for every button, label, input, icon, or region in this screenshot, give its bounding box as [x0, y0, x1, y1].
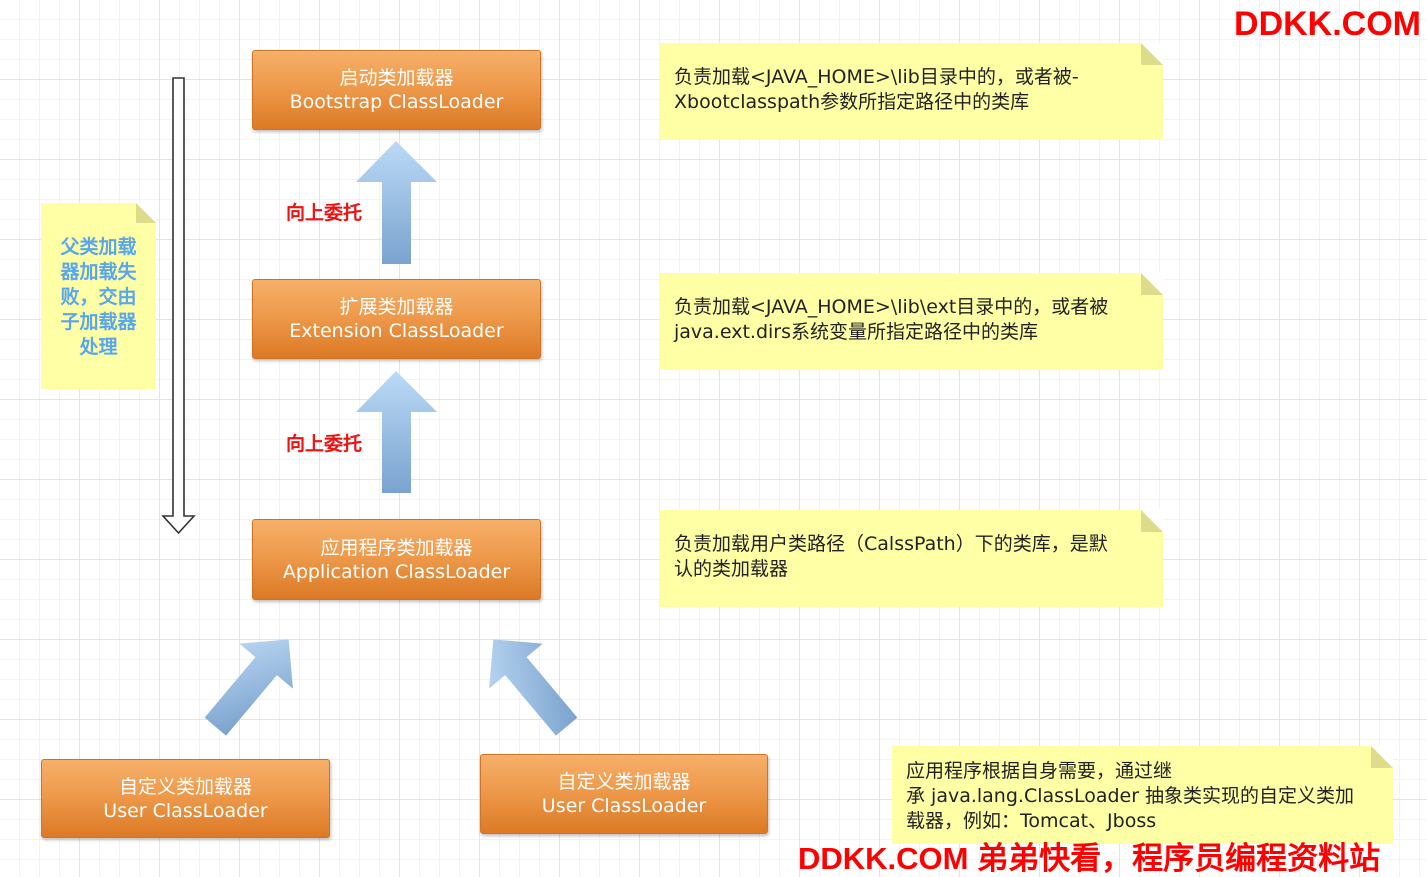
- bootstrap-note: 负责加载<JAVA_HOME>\lib目录中的，或者被- Xbootclassp…: [660, 43, 1163, 140]
- application-note-line2: 认的类加载器: [674, 558, 789, 580]
- user-loader-right-cn: 自定义类加载器: [557, 771, 691, 793]
- extension-loader-box: 扩展类加载器 Extension ClassLoader: [252, 279, 541, 359]
- note-fold-corner: [136, 203, 156, 223]
- parent-fail-line: 子加载器: [60, 311, 137, 333]
- note-fold-corner: [1141, 510, 1163, 532]
- diag-arrow-user-left: [204, 639, 293, 736]
- parent-fail-note: 父类加载 器加载失 败，交由 子加载器 处理: [41, 203, 156, 389]
- application-note: 负责加载用户类路径（CalssPath）下的类库，是默 认的类加载器: [660, 510, 1163, 607]
- application-loader-en: Application ClassLoader: [282, 560, 511, 583]
- user-loader-right-en: User ClassLoader: [541, 795, 707, 817]
- watermark-top: DDKK.COM: [1234, 5, 1421, 43]
- down-hollow-arrow: [161, 77, 196, 535]
- bootstrap-loader-cn: 启动类加载器: [339, 67, 454, 89]
- application-note-line1: 负责加载用户类路径（CalssPath）下的类库，是默: [674, 533, 1108, 555]
- up-arrow-app-to-ext: [356, 371, 437, 493]
- note-fold-corner: [1371, 746, 1393, 768]
- delegate-up-label-upper: 向上委托: [286, 202, 363, 224]
- note-fold-corner: [1141, 273, 1163, 295]
- watermark-bottom: DDKK.COM 弟弟快看，程序员编程资料站: [798, 841, 1381, 876]
- user-loader-note: 应用程序根据自身需要，通过继 承 java.lang.ClassLoader 抽…: [892, 746, 1393, 844]
- note-fold-corner: [1141, 43, 1163, 65]
- extension-loader-cn: 扩展类加载器: [339, 296, 454, 318]
- parent-fail-line: 处理: [79, 336, 118, 358]
- parent-fail-line: 器加载失: [60, 261, 137, 283]
- user-note-line3: 载器，例如：Tomcat、Jboss: [906, 810, 1157, 832]
- delegate-up-label-lower: 向上委托: [286, 433, 363, 455]
- user-note-line2: 承 java.lang.ClassLoader 抽象类实现的自定义类加: [906, 785, 1355, 807]
- up-arrow-ext-to-bootstrap: [356, 141, 437, 264]
- parent-fail-line: 父类加载: [60, 236, 137, 258]
- parent-fail-line: 败，交由: [60, 286, 137, 308]
- bootstrap-note-line2: Xbootclasspath参数所指定路径中的类库: [674, 91, 1030, 113]
- user-loader-left-cn: 自定义类加载器: [118, 775, 252, 798]
- user-note-line1: 应用程序根据自身需要，通过继: [906, 760, 1173, 782]
- user-loader-left-en: User ClassLoader: [103, 799, 268, 822]
- user-loader-right-box: 自定义类加载器 User ClassLoader: [480, 754, 768, 834]
- application-loader-box: 应用程序类加载器 Application ClassLoader: [252, 519, 541, 600]
- extension-note-line1: 负责加载<JAVA_HOME>\lib\ext目录中的，或者被: [674, 296, 1109, 318]
- extension-note: 负责加载<JAVA_HOME>\lib\ext目录中的，或者被 java.ext…: [660, 273, 1163, 370]
- application-loader-cn: 应用程序类加载器: [320, 536, 473, 559]
- user-loader-left-box: 自定义类加载器 User ClassLoader: [41, 759, 330, 838]
- extension-note-line2: java.ext.dirs系统变量所指定路径中的类库: [674, 321, 1038, 343]
- diag-arrow-user-right: [489, 639, 578, 736]
- bootstrap-note-line1: 负责加载<JAVA_HOME>\lib目录中的，或者被-: [674, 66, 1079, 88]
- extension-loader-en: Extension ClassLoader: [289, 320, 504, 342]
- bootstrap-loader-box: 启动类加载器 Bootstrap ClassLoader: [252, 50, 541, 130]
- bootstrap-loader-en: Bootstrap ClassLoader: [289, 91, 504, 113]
